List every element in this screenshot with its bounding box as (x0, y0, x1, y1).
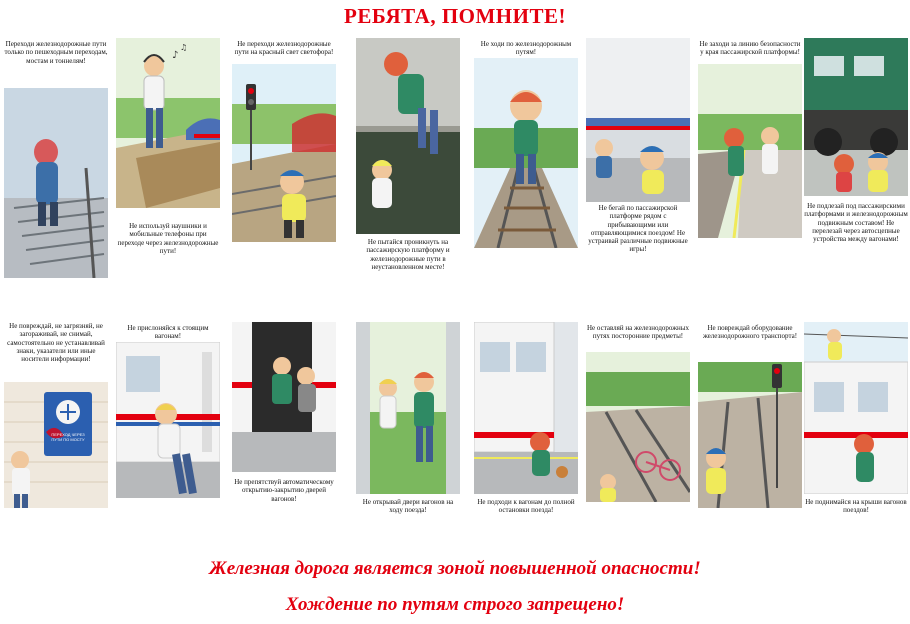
svg-text:♪: ♪ (172, 50, 178, 61)
panel-caption: Не заходи за линию безопасности у края п… (699, 40, 801, 57)
under-train-illustration (804, 38, 908, 196)
panel-damaging-equipment: Не повреждай оборудование железнодорожно… (698, 322, 802, 572)
panel-caption: Не используй наушники и мобильные телефо… (117, 222, 219, 255)
panel-caption: Не переходи железнодорожные пути на крас… (234, 40, 334, 57)
panel-opening-doors: Не открывай двери вагонов на ходу поезда… (356, 322, 460, 572)
panel-red-light: Не переходи железнодорожные пути на крас… (232, 38, 336, 288)
stairs-girl-illustration (4, 88, 108, 278)
climbing-boys-illustration (356, 38, 460, 234)
panel-caption: Не открывай двери вагонов на ходу поезда… (362, 498, 454, 515)
panel-climbing-platform: Не пытайся проникнуть на пассажирскую пл… (356, 38, 460, 288)
svg-text:♫: ♫ (180, 43, 187, 52)
panel-caption: Не ходи по железнодорожным путям! (480, 40, 572, 57)
panel-caption: Не поднимайся на крыши вагонов поездов! (805, 498, 907, 515)
page-title: РЕБЯТА, ПОМНИТЕ! (344, 4, 566, 28)
panel-caption: Не повреждай оборудование железнодорожно… (702, 324, 798, 341)
objects-tracks-illustration (586, 352, 690, 502)
red-light-boy-illustration (232, 64, 336, 242)
panel-running-platform: Не бегай по пассажирской платформе рядом… (586, 38, 690, 288)
sign-boy-illustration: ПЕРЕХОД ЧЕРЕЗ ПУТИ ПО МОСТУ (4, 382, 108, 508)
panel-blocking-doors: Не препятствуй автоматическому открытию-… (232, 322, 336, 572)
panel-objects-tracks: Не оставляй на железнодорожных путях пос… (586, 322, 690, 572)
panel-roof-climbing: Не поднимайся на крыши вагонов поездов! (804, 322, 908, 572)
panel-caption: Не подлезай под пассажирскими платформам… (804, 202, 908, 244)
panel-headphones: ♪ ♫ Не используй наушники и мобильные те… (116, 38, 220, 288)
panel-caption: Не бегай по пассажирской платформе рядом… (588, 204, 688, 254)
leaning-boy-illustration (116, 342, 220, 498)
panel-approaching-train: Не подходи к вагонам до полной остановки… (474, 322, 578, 572)
panel-caption: Не препятствуй автоматическому открытию-… (234, 478, 334, 503)
panel-crossing-bridge: Переходи железнодорожные пути только по … (4, 38, 108, 288)
open-doors-illustration (356, 322, 460, 494)
running-boys-illustration (586, 38, 690, 202)
panel-caption: Не повреждай, не загрязняй, не загоражив… (7, 322, 105, 364)
roof-climbing-illustration (804, 322, 908, 494)
footer-warning-2: Хождение по путям строго запрещено! (285, 594, 625, 615)
panel-caption: Не оставляй на железнодорожных путях пос… (587, 324, 689, 341)
panel-caption: Не прислоняйся к стоящим вагонам! (127, 324, 209, 341)
panel-under-train: Не подлезай под пассажирскими платформам… (804, 38, 908, 288)
panel-signs: Не повреждай, не загрязняй, не загоражив… (4, 322, 108, 572)
panel-caption: Не подходи к вагонам до полной остановки… (477, 498, 575, 515)
damaging-equipment-illustration (698, 362, 802, 508)
safety-line-illustration (698, 64, 802, 238)
footer-warning-1: Железная дорога является зоной повышенно… (209, 558, 701, 579)
tracks-boy-illustration (474, 58, 578, 248)
panel-safety-line: Не заходи за линию безопасности у края п… (698, 38, 802, 288)
panel-walking-tracks: Не ходи по железнодорожным путям! (474, 38, 578, 288)
panel-leaning-wagon: Не прислоняйся к стоящим вагонам! (116, 322, 220, 572)
headphones-boy-illustration: ♪ ♫ (116, 38, 220, 208)
panel-caption: Переходи железнодорожные пути только по … (4, 40, 108, 65)
panel-caption: Не пытайся проникнуть на пассажирскую пл… (366, 238, 450, 271)
sign-text: ПЕРЕХОД ЧЕРЕЗ ПУТИ ПО МОСТУ (51, 432, 85, 442)
door-boys-illustration (232, 322, 336, 472)
approaching-train-illustration (474, 322, 578, 494)
